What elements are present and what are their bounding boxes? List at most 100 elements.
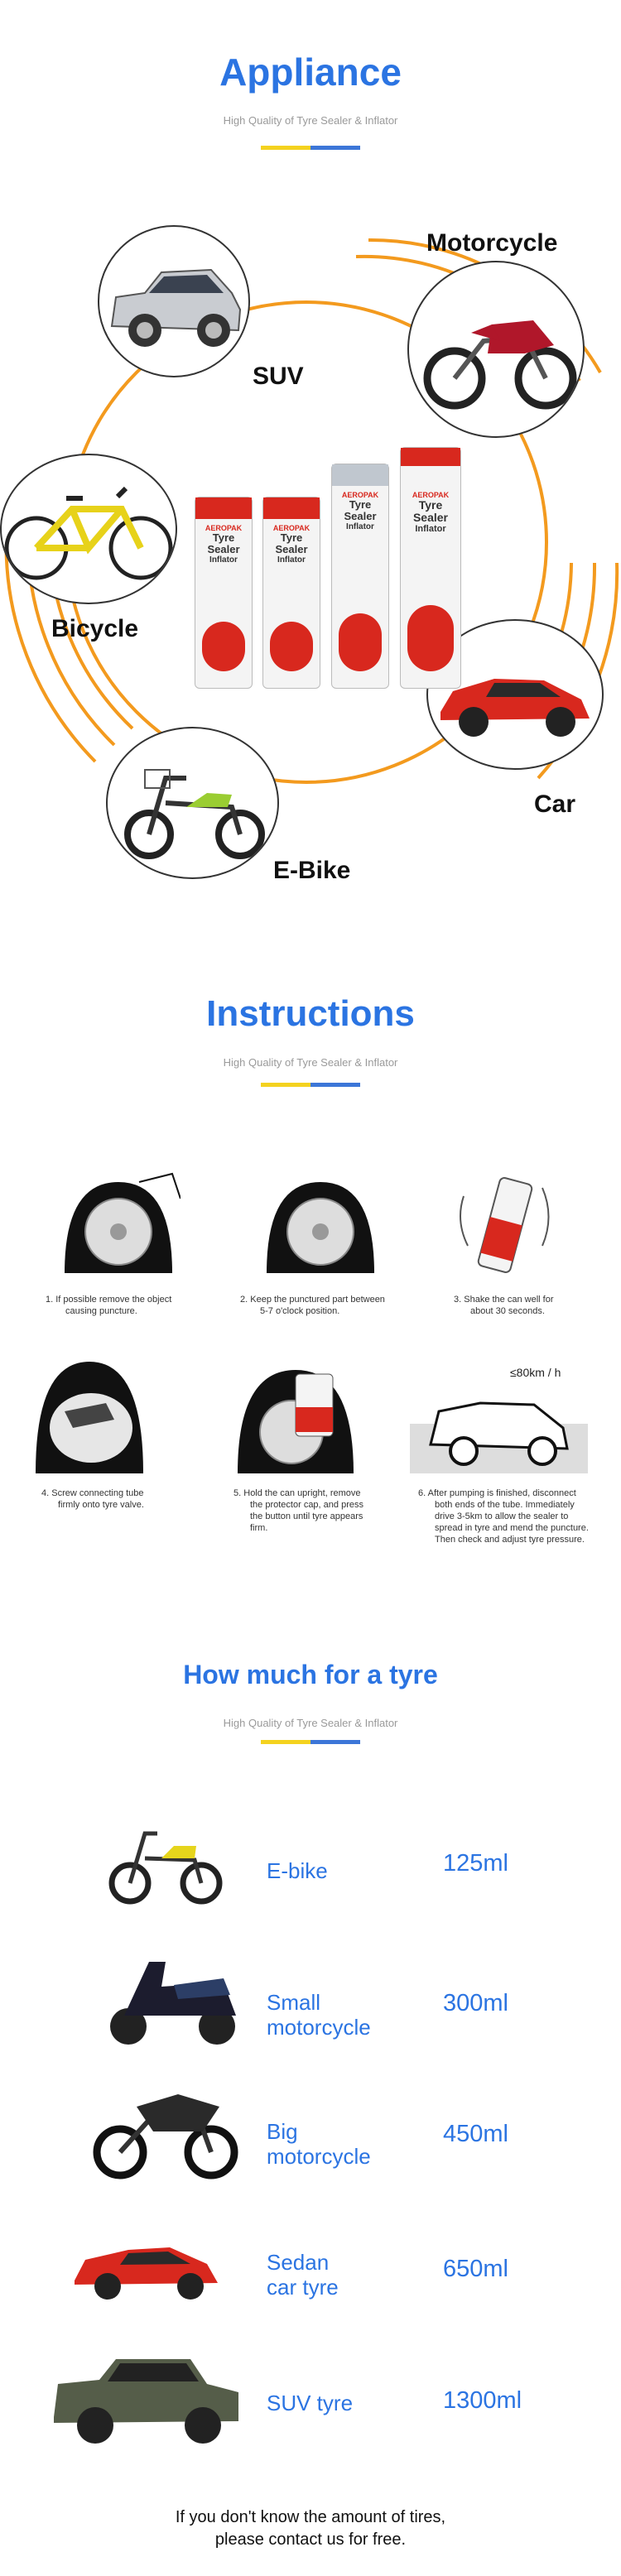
row-name-line: Big	[267, 2119, 298, 2144]
bicycle-circle	[0, 454, 177, 604]
step-line: Shake the can well for	[464, 1295, 554, 1305]
scooter-icon	[110, 1962, 236, 2045]
step-line: spread in tyre and mend the puncture.	[435, 1523, 589, 1533]
can-name-line1: Tyre	[349, 498, 372, 511]
accent-bar-yellow	[261, 146, 310, 150]
step-4-text: 4. Screw connecting tube firmly onto tyr…	[41, 1487, 144, 1511]
ebike-circle	[106, 727, 279, 879]
row-value-ebike: 125ml	[443, 1850, 508, 1877]
row-name-small-motorcycle: Small motorcycle	[267, 1990, 371, 2040]
accent-bar-blue	[310, 1083, 360, 1087]
sport-motorcycle-icon	[93, 2094, 238, 2180]
step-line: about 30 seconds.	[470, 1306, 545, 1316]
can-name-line3: Inflator	[415, 524, 446, 534]
step-1-text: 1. If possible remove the object causing…	[46, 1294, 171, 1317]
appliance-title: Appliance	[219, 50, 402, 94]
step-line: both ends of the tube. Immediately	[435, 1500, 575, 1510]
footer-line: please contact us for free.	[214, 2530, 407, 2549]
can-brand-label: AEROPAK	[341, 491, 379, 499]
step-number: 4.	[41, 1488, 50, 1498]
can-name-line3: Inflator	[346, 522, 374, 531]
ebike-label: E-Bike	[273, 857, 351, 884]
suv-icon	[110, 268, 242, 347]
car-icon	[440, 679, 590, 737]
instructions-title: Instructions	[206, 993, 415, 1034]
step6-drive-illustration	[410, 1401, 588, 1473]
step-number: 2.	[240, 1295, 248, 1305]
step-line: the protector cap, and press	[250, 1500, 363, 1510]
accent-bar-yellow	[261, 1740, 310, 1744]
can-name-line2: Sealer	[275, 543, 308, 555]
contact-footer: If you don't know the amount of tires, p…	[0, 2506, 621, 2551]
instructions-subtitle: High Quality of Tyre Sealer & Inflator	[223, 1056, 398, 1069]
row-name-ebike: E-bike	[267, 1858, 328, 1883]
product-cans-group: AEROPAK Tyre Sealer Inflator AEROPAK Tyr…	[195, 447, 461, 689]
sedan-icon	[75, 2247, 218, 2300]
product-can-4: AEROPAK Tyre Sealer Inflator	[400, 447, 461, 689]
appliance-subtitle: High Quality of Tyre Sealer & Inflator	[223, 114, 398, 127]
step-number: 3.	[454, 1295, 462, 1305]
e-bike-icon	[108, 1831, 223, 1905]
step-line: Hold the can upright, remove	[243, 1488, 361, 1498]
accent-bar-yellow	[261, 1083, 310, 1087]
row-name-line: SUV tyre	[267, 2391, 354, 2415]
accent-bar-blue	[310, 146, 360, 150]
product-can-2: AEROPAK Tyre Sealer Inflator	[262, 497, 320, 689]
step3-shake-can-illustration	[460, 1177, 550, 1273]
car-circle	[426, 619, 604, 770]
can-name-line1: Tyre	[418, 498, 443, 512]
bicycle-label: Bicycle	[51, 615, 139, 642]
row-name-line: motorcycle	[267, 2144, 371, 2169]
step-line: Screw connecting tube	[51, 1488, 144, 1498]
can-name-line3: Inflator	[209, 555, 238, 565]
ebike-icon	[124, 769, 265, 859]
step-number: 5.	[233, 1488, 242, 1498]
step-3-text: 3. Shake the can well for about 30 secon…	[454, 1294, 553, 1317]
can-brand-label: AEROPAK	[272, 524, 310, 532]
speed-limit-badge: ≤80km / h	[510, 1366, 561, 1379]
row-name-line: E-bike	[267, 1858, 328, 1883]
footer-line: If you don't know the amount of tires,	[175, 2508, 446, 2526]
can-name-line2: Sealer	[412, 511, 449, 524]
step-line: drive 3-5km to allow the sealer to	[435, 1511, 569, 1521]
step-line: If possible remove the object	[55, 1295, 172, 1305]
step-line: Keep the punctured part between	[250, 1295, 385, 1305]
product-can-3: AEROPAK Tyre Sealer Inflator	[331, 464, 389, 689]
suv-circle	[98, 225, 250, 377]
can-name-line2: Sealer	[207, 543, 240, 555]
can-brand-label: AEROPAK	[412, 491, 450, 499]
step2-tyre-illustration	[267, 1182, 374, 1273]
step-line: Then check and adjust tyre pressure.	[435, 1535, 585, 1545]
step-line: the button until tyre appears	[250, 1511, 363, 1521]
car-label: Car	[534, 791, 576, 818]
amount-subtitle: High Quality of Tyre Sealer & Inflator	[223, 1717, 398, 1729]
motorcycle-icon	[423, 320, 577, 410]
step-line: After pumping is finished, disconnect	[427, 1488, 576, 1498]
row-value-small-motorcycle: 300ml	[443, 1990, 508, 2016]
row-name-suv: SUV tyre	[267, 2391, 353, 2415]
step5-inflate-illustration	[238, 1370, 354, 1473]
motorcycle-label: Motorcycle	[426, 229, 558, 257]
step-2-text: 2. Keep the punctured part between 5-7 o…	[240, 1294, 385, 1317]
row-name-big-motorcycle: Big motorcycle	[267, 2119, 371, 2169]
suv-label: SUV	[253, 363, 304, 390]
can-name-line3: Inflator	[277, 555, 306, 565]
step1-tyre-illustration	[65, 1172, 181, 1273]
row-value-sedan: 650ml	[443, 2256, 508, 2282]
can-brand-label: AEROPAK	[205, 524, 243, 532]
amount-title: How much for a tyre	[183, 1660, 438, 1689]
step-line: firmly onto tyre valve.	[58, 1500, 144, 1510]
step-line: 5-7 o'clock position.	[260, 1306, 340, 1316]
accent-bar-blue	[310, 1740, 360, 1744]
can-name-line2: Sealer	[344, 510, 377, 522]
row-value-suv: 1300ml	[443, 2387, 522, 2414]
row-name-line: Sedan	[267, 2250, 330, 2275]
row-name-line: car tyre	[267, 2275, 339, 2300]
bicycle-icon	[4, 486, 173, 580]
step-5-text: 5. Hold the can upright, remove the prot…	[233, 1487, 363, 1534]
product-can-1: AEROPAK Tyre Sealer Inflator	[195, 497, 253, 689]
row-name-sedan: Sedan car tyre	[267, 2250, 339, 2300]
motorcycle-circle	[407, 261, 585, 438]
step-line: causing puncture.	[65, 1306, 137, 1316]
row-name-line: motorcycle	[267, 2015, 371, 2040]
